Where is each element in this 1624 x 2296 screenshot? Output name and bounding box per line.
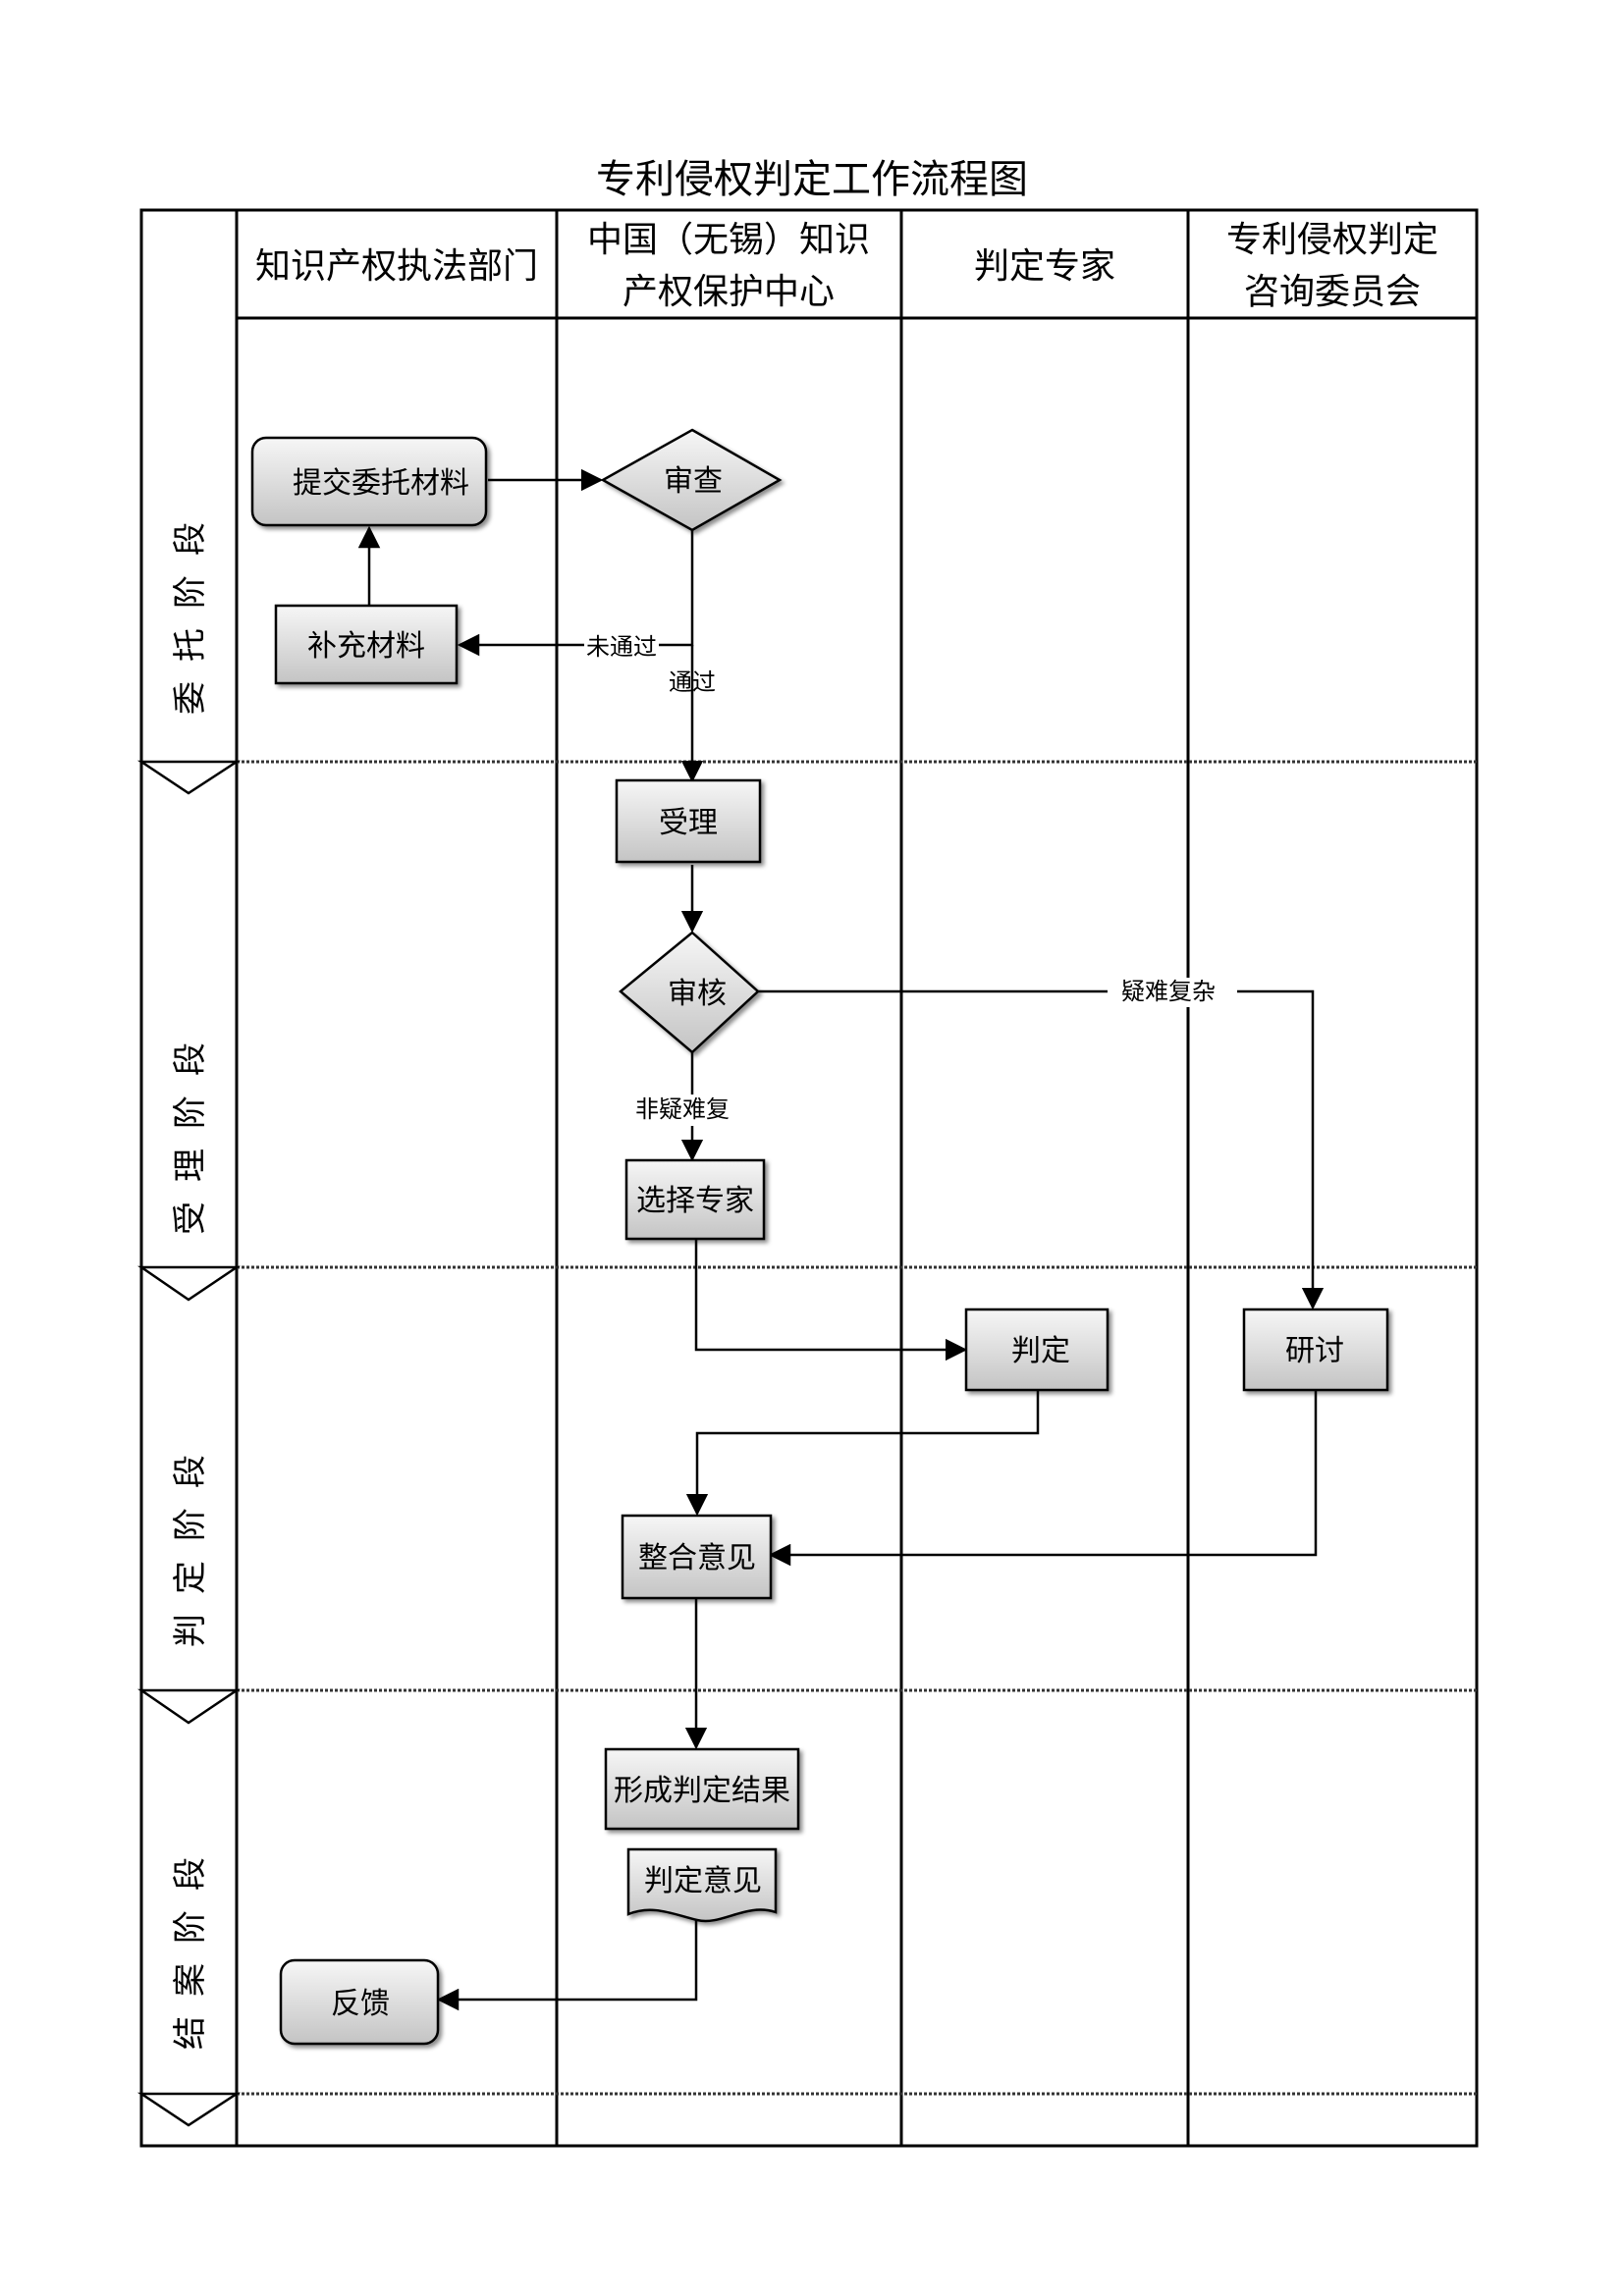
node-integrate-label: 整合意见: [638, 1541, 756, 1575]
node-form-result: 形成判定结果: [604, 1747, 800, 1831]
lane-header-center-line1: 中国（无锡）知识: [587, 220, 870, 260]
lane-header-expert: 判定专家: [974, 246, 1115, 287]
node-select-expert: 选择专家: [624, 1158, 766, 1241]
stage-label-accept: 受理阶段: [171, 1023, 210, 1235]
lane-header-enforcement: 知识产权执法部门: [255, 246, 538, 287]
edge-audit-to-discuss: [758, 989, 1325, 1310]
edge-judge-to-integrate: [685, 1391, 1040, 1517]
stage-chevron-2: [136, 1265, 242, 1302]
diagram-title: 专利侵权判定工作流程图: [596, 157, 1028, 202]
node-submit-materials: 提交委托材料: [250, 436, 488, 527]
node-accept-label: 受理: [659, 806, 718, 840]
node-integrate-opinions: 整合意见: [621, 1514, 773, 1600]
node-supplement-materials: 补充材料: [274, 604, 459, 685]
node-review-decision: 审查: [600, 428, 783, 532]
node-discuss-label: 研讨: [1285, 1334, 1344, 1368]
node-accept: 受理: [615, 778, 762, 864]
lane-header-committee-line1: 专利侵权判定: [1226, 220, 1438, 260]
node-discuss: 研讨: [1242, 1308, 1389, 1392]
stage-chevron-4: [136, 2092, 242, 2127]
edge-select-to-judge: [694, 1238, 968, 1362]
edge-label-not-passed: 未通过: [586, 633, 657, 661]
node-supplement-label: 补充材料: [307, 629, 425, 664]
node-submit-label: 提交委托材料: [293, 466, 469, 501]
lane-header-center-line2: 产权保护中心: [623, 272, 835, 312]
edge-discuss-to-integrate: [768, 1391, 1318, 1567]
stage-label-entrust: 委托阶段: [171, 503, 210, 715]
node-judge: 判定: [964, 1308, 1110, 1392]
node-judge-label: 判定: [1011, 1334, 1070, 1368]
edge-opinion-to-feedback: [436, 1906, 698, 2011]
node-audit-decision: 审核: [619, 931, 760, 1054]
node-select-expert-label: 选择专家: [636, 1184, 754, 1218]
stage-label-close: 结案阶段: [171, 1838, 210, 2050]
edge-review-not-passed: [457, 528, 694, 657]
lane-header-committee-line2: 咨询委员会: [1244, 272, 1421, 312]
node-audit-label: 审核: [668, 977, 727, 1011]
outer-frame: [139, 208, 1479, 2148]
node-feedback-label: 反馈: [331, 1987, 390, 2021]
edge-label-non-complex: 非疑难复: [635, 1095, 730, 1123]
node-form-result-label: 形成判定结果: [614, 1774, 790, 1808]
stage-label-judge: 判定阶段: [171, 1435, 210, 1647]
edge-label-passed: 通过: [669, 668, 716, 696]
node-feedback: 反馈: [279, 1958, 440, 2046]
stage-chevron-1: [136, 760, 242, 795]
stage-chevron-3: [136, 1688, 242, 1725]
node-opinion-document-label: 判定意见: [644, 1864, 762, 1898]
node-review-label: 审查: [664, 464, 723, 499]
edge-label-complex: 疑难复杂: [1121, 978, 1216, 1005]
node-opinion-document: 判定意见: [626, 1847, 778, 1923]
